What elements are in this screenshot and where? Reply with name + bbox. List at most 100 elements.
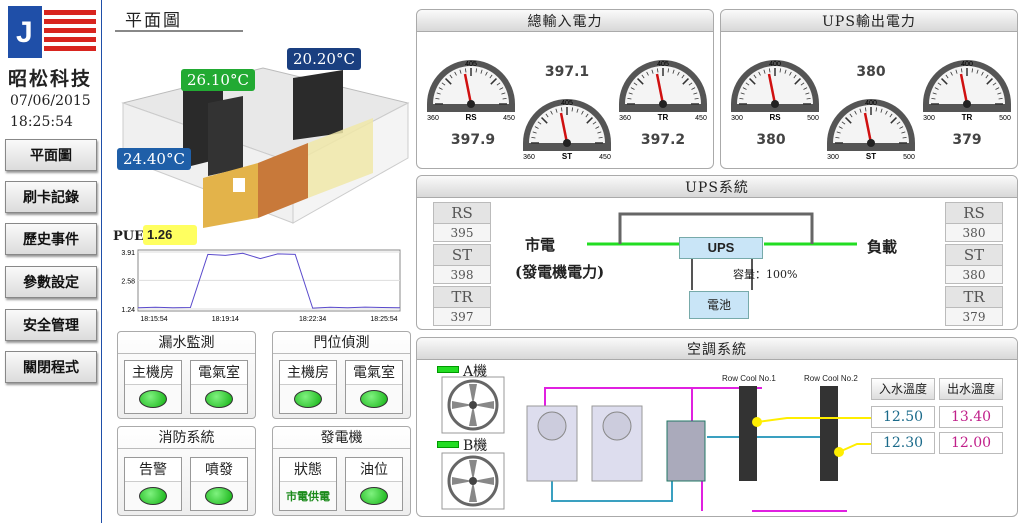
generator-oil-led (360, 487, 388, 505)
fire-alarm-label: 告警 (125, 458, 181, 482)
pue-value: 1.26 (143, 225, 197, 245)
door-elec-led (360, 390, 388, 408)
ups-out-st-key: ST (963, 246, 985, 264)
ups-box: UPS (679, 237, 763, 259)
pue-label: PUE (113, 229, 145, 244)
leak-main-label: 主機房 (125, 361, 181, 385)
ups-in-rs-key: RS (451, 204, 473, 222)
ups-out-st-value: 380 (946, 265, 1002, 283)
time: 18:25:54 (10, 114, 73, 130)
gauge-max-label: 400 (961, 61, 973, 68)
logo: J (8, 6, 98, 58)
gauge-min-label: 360 (523, 154, 535, 161)
temp-badge-2: 20.20°C (287, 48, 361, 70)
leak-elec-led (205, 390, 233, 408)
generator-status-text: 市電供電 (286, 490, 330, 503)
nav-security[interactable]: 安全管理 (5, 309, 97, 341)
door-panel: 門位偵測 主機房 電氣室 (272, 331, 411, 419)
inlet-temp-1: 12.50 (871, 406, 935, 428)
ups-in-tr-value: 397 (434, 307, 490, 325)
gauge-min-label: 300 (731, 115, 743, 122)
leak-main-led (139, 390, 167, 408)
temp-badge-1: 26.10°C (181, 69, 255, 91)
generator-state-label: 狀態 (280, 458, 336, 482)
door-elec-room: 電氣室 (345, 360, 403, 414)
input-rs-value: 397.9 (450, 132, 496, 148)
gauge-max-label: 405 (561, 100, 573, 107)
gauge-max-label: 405 (465, 61, 477, 68)
svg-text:J: J (16, 16, 33, 49)
door-title: 門位偵測 (273, 332, 410, 354)
gauge-hi-label: 450 (695, 115, 707, 122)
nav-parameters[interactable]: 參數設定 (5, 266, 97, 298)
ac-temp-lines (757, 417, 871, 453)
inlet-temp-header: 入水溫度 (871, 378, 935, 400)
gauge-max-label: 400 (865, 100, 877, 107)
ups-in-rs-value: 395 (434, 223, 490, 241)
door-main-room: 主機房 (279, 360, 337, 414)
company-name: 昭松科技 (8, 68, 93, 90)
battery-box: 電池 (689, 291, 749, 319)
ac-b-label: B機 (463, 438, 488, 454)
floor-title: 平面圖 (125, 11, 182, 31)
chart-y-tick: 3.91 (121, 250, 135, 257)
nav-card-records[interactable]: 刷卡記錄 (5, 181, 97, 213)
gauge-max-label: 405 (657, 61, 669, 68)
row-cool-2-label: Row Cool No.2 (804, 374, 858, 383)
fire-spray-label: 噴發 (191, 458, 247, 482)
input-tr-value: 397.2 (640, 132, 686, 148)
leak-panel: 漏水監測 主機房 電氣室 (117, 331, 256, 419)
nav-history-events[interactable]: 歷史事件 (5, 223, 97, 255)
ups-tr-value: 379 (952, 132, 982, 148)
date: 07/06/2015 (10, 93, 91, 109)
ups-in-st-key: ST (451, 246, 473, 264)
fire-title: 消防系統 (118, 427, 255, 449)
fire-alarm-led (139, 487, 167, 505)
chart-x-tick: 18:25:54 (370, 316, 397, 323)
fire-spray: 噴發 (190, 457, 248, 511)
outlet-temp-header: 出水溫度 (939, 378, 1003, 400)
chart-x-tick: 18:19:14 (212, 316, 239, 323)
load-label: 負載 (867, 238, 898, 256)
gauge-phase-label: ST (562, 152, 572, 161)
fan-a-icon (441, 376, 505, 434)
ups-flow-diagram (587, 212, 857, 290)
ups-system-title: UPS系統 (417, 176, 1017, 198)
ups-rs-value: 380 (756, 132, 786, 148)
fire-panel: 消防系統 告警 噴發 (117, 426, 256, 516)
gauge-hi-label: 450 (599, 154, 611, 161)
leak-elec-room: 電氣室 (190, 360, 248, 414)
input-power-total: 397.1 (544, 64, 590, 80)
gauge-phase-label: TR (658, 113, 669, 122)
nav-floor-plan[interactable]: 平面圖 (5, 139, 97, 171)
ac-system-panel: 空調系統 A機 B機 Row Cool No.1 Row Cool No.2 入… (416, 337, 1018, 517)
gauge-min-label: 300 (923, 115, 935, 122)
chart-y-tick: 2.58 (121, 278, 135, 285)
leak-main-room: 主機房 (124, 360, 182, 414)
outlet-temp-1: 13.40 (939, 406, 1003, 428)
generator-power-label: (發電機電力) (515, 263, 605, 281)
nav-close-program[interactable]: 關閉程式 (5, 351, 97, 383)
gauge-min-label: 360 (427, 115, 439, 122)
generator-panel: 發電機 狀態市電供電 油位 (272, 426, 411, 516)
ac-b-indicator (437, 441, 459, 448)
generator-oil-label: 油位 (346, 458, 402, 482)
gauge-hi-label: 500 (903, 154, 915, 161)
ups-output-total: 380 (856, 64, 886, 80)
ups-output-title: UPS輸出電力 (721, 10, 1017, 32)
floor-plan-3d (121, 67, 410, 228)
generator-state: 狀態市電供電 (279, 457, 337, 511)
ac-a-indicator (437, 366, 459, 373)
inlet-temp-2: 12.30 (871, 432, 935, 454)
ac-system-title: 空調系統 (417, 338, 1017, 360)
fire-spray-led (205, 487, 233, 505)
